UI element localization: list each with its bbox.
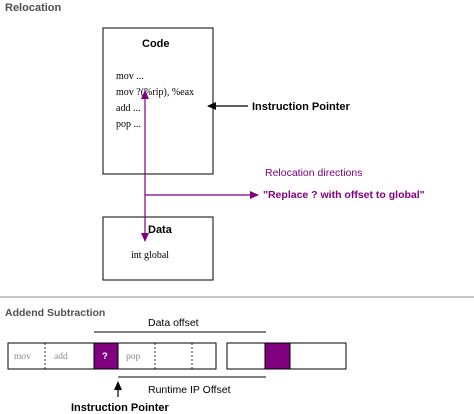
code-cell-label: add (54, 352, 68, 362)
code-line: add ... (116, 103, 140, 114)
global-variable-cell (264, 342, 291, 370)
relocation-directions-text: "Replace ? with offset to global" (263, 189, 425, 201)
addend-instruction-pointer-label: Instruction Pointer (71, 402, 170, 414)
data-box-content: int global (131, 250, 169, 261)
code-cell-label: pop (126, 352, 141, 362)
code-box-title: Code (142, 38, 170, 50)
instruction-pointer-label: Instruction Pointer (252, 101, 351, 113)
code-cell-label: ? (102, 351, 108, 362)
addend-section-title: Addend Subtraction (5, 307, 105, 319)
relocation-directions-heading: Relocation directions (265, 167, 362, 179)
code-line: mov ... (116, 71, 144, 82)
data-box-title: Data (148, 224, 173, 236)
code-line: mov ?(%rip), %eax (116, 87, 194, 98)
code-line: pop ... (116, 119, 141, 130)
data-offset-label: Data offset (148, 317, 199, 329)
relocation-slot-cell (93, 342, 119, 370)
runtime-ip-offset-label: Runtime IP Offset (148, 384, 231, 396)
relocation-section-title: Relocation (5, 2, 62, 14)
data-box (102, 216, 214, 281)
code-box (102, 27, 214, 175)
code-cell-label: mov (14, 352, 31, 362)
